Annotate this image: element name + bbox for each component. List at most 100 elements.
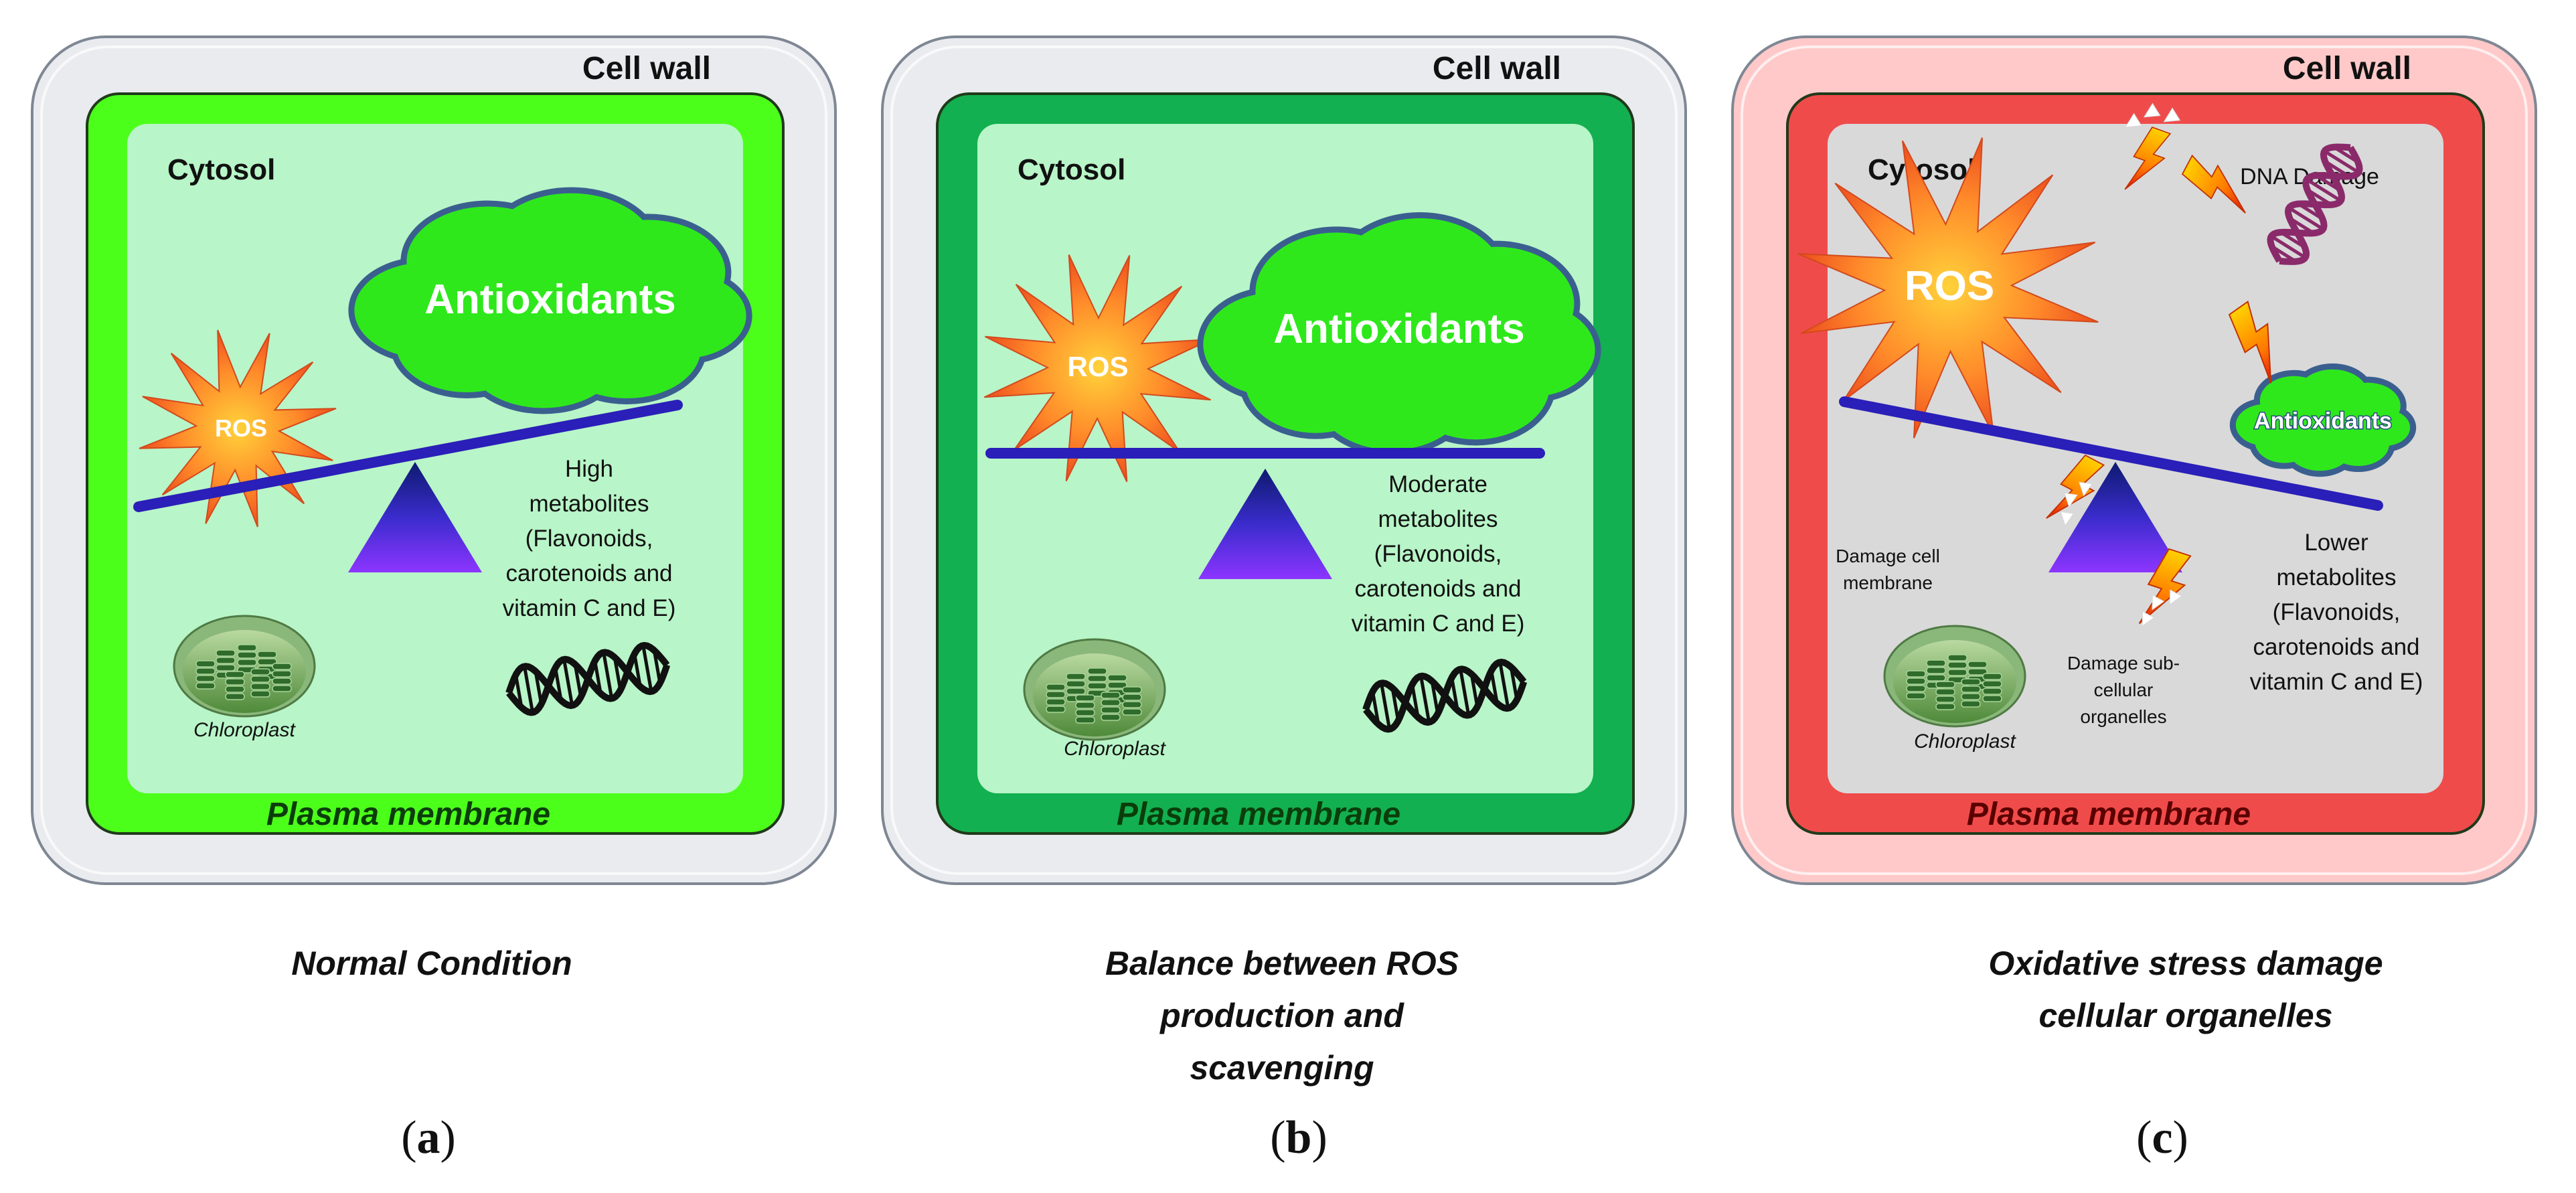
granum [1935,696,1955,703]
granum [250,675,270,683]
antioxidants-label: Antioxidants [1273,306,1524,352]
metabolites-line: vitamin C and E) [1352,611,1525,637]
granum [272,663,292,670]
granum [250,690,270,698]
granum [1906,670,1926,678]
metabolites-line: carotenoids and [1354,576,1521,602]
metabolites-line: carotenoids and [505,560,672,586]
granum [1961,693,1981,700]
granum [1935,681,1955,688]
granum [272,670,292,678]
antioxidant-cloud [1197,212,1601,456]
granum [195,660,216,667]
granum [1075,709,1095,716]
granum [1046,684,1066,691]
granum [1101,692,1121,699]
dna-rung [562,659,574,706]
granum [1982,688,2002,695]
granum [237,651,257,659]
granum [216,657,236,664]
granum [250,668,270,675]
dna-strand [1362,665,1528,726]
antioxidant-cloud [348,187,752,414]
damage-organelles-line: cellular [2094,680,2154,700]
dna-rung [2306,177,2342,203]
granum [225,686,245,693]
panel-letter-a: (a) [401,1112,456,1164]
granum [1926,667,1946,674]
caption-a: Normal Condition [100,937,763,989]
granum [1075,702,1095,709]
impact-spark-icon [2142,589,2182,627]
chloroplast-icon [1883,625,2026,728]
granum [1066,688,1086,695]
fulcrum-triangle [348,462,482,572]
fulcrum-triangle [2048,462,2182,572]
cell-wall-highlight [40,46,827,875]
granum [250,683,270,690]
granum [1075,694,1095,702]
impact-spark-icon [2125,102,2181,128]
granum [225,693,245,700]
letter: a [416,1112,440,1164]
dna-rung [2287,206,2324,231]
granum [195,675,216,682]
dna-rung [1498,661,1510,709]
metabolites-line: Lower [2304,530,2368,556]
granum [1122,694,1142,701]
spark [2152,594,2165,611]
granum [1046,691,1066,698]
granum [1122,701,1142,708]
metabolites-line: metabolites [2277,564,2397,590]
spark [2142,611,2155,627]
granum [1947,669,1967,676]
cloud-core [2265,390,2381,451]
granum [225,671,245,678]
cloud-core [1273,268,1525,401]
caption-line: scavenging [1190,1049,1374,1087]
plasma-membrane-label: Plasma membrane [1967,797,2251,832]
dna-icon [505,641,671,716]
panel-letter-c: (c) [2136,1112,2188,1164]
granum [1087,675,1107,682]
ros-burst [1797,137,2099,439]
caption-b: Balance between ROS production and scave… [951,937,1613,1094]
ros-label: ROS [215,414,267,442]
chloroplast-label: Chloroplast [1914,730,2016,752]
granum [1947,661,1967,669]
dna-rung [2323,149,2360,174]
granum [1935,688,1955,696]
chloroplast-label: Chloroplast [193,719,296,741]
granum [1935,703,1955,710]
metabolites-line: (Flavonoids, [2273,599,2401,625]
panel-letter-b: (b) [1270,1112,1327,1164]
cell-wall-label: Cell wall [1433,51,1561,86]
granum [1107,682,1127,689]
granum [1947,654,1967,661]
caption-line: Normal Condition [291,945,572,982]
granum [1101,699,1121,706]
damage-membrane-line: Damage cell [1836,546,1940,566]
cell-wall-highlight [1741,46,2528,875]
lightning-bolt-icon [2181,154,2246,214]
granum [1961,686,1981,693]
balance-beam [1839,396,2383,511]
lightning-bolt-icon [2228,301,2272,384]
fulcrum-triangle [1198,469,1332,579]
granum [1101,714,1121,721]
dna-rung [2270,234,2307,259]
granum [1961,700,1981,708]
granum [237,644,257,651]
granum [1066,673,1086,680]
ros-label: ROS [1067,351,1128,382]
granum [1046,698,1066,706]
chloroplast-icon [173,615,316,718]
caption-line: Oxidative stress damage [1988,945,2383,982]
granum [257,651,277,658]
granum [216,664,236,671]
metabolites-line: Moderate [1388,471,1487,497]
granum [1906,692,1926,700]
